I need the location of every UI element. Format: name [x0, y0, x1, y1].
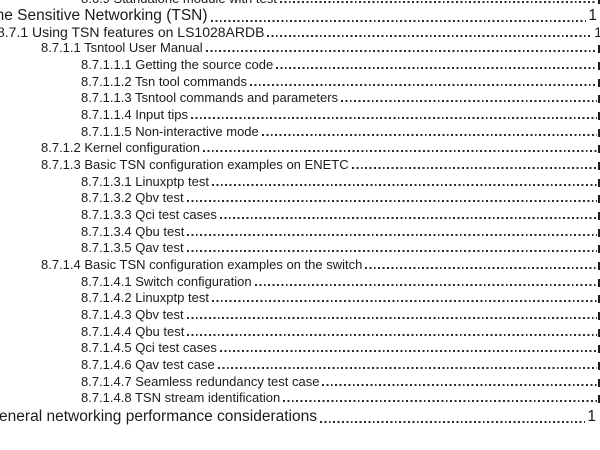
toc-row[interactable]: 8.7.1.3.2 Qbv test: [81, 191, 600, 204]
dot-leader: [217, 367, 597, 370]
toc-row[interactable]: 8.7.1.4.7 Seamless redundancy test case: [81, 375, 600, 388]
page-number: 1: [594, 23, 600, 40]
dot-leader: [249, 83, 597, 86]
toc-entry-title: 8.7.1.3.4 Qbu test: [81, 223, 185, 239]
toc-row[interactable]: 8.7.1.1 Tsntool User Manual: [41, 41, 600, 54]
dot-leader: [341, 100, 597, 103]
toc-entry-title: 8.7.1.4.5 Qci test cases: [81, 340, 217, 356]
toc-entry-title: General networking performance considera…: [0, 408, 317, 426]
dot-leader: [211, 183, 597, 186]
toc-row[interactable]: General networking performance considera…: [0, 409, 596, 425]
dot-leader: [219, 217, 597, 219]
toc-row[interactable]: 8.7.1.3.3 Qci test cases: [81, 208, 600, 221]
toc-row[interactable]: 8.7.1.1.2 Tsn tool commands: [81, 75, 600, 88]
dot-leader: [365, 267, 597, 269]
toc-entry-title: 8.7.1.1 Tsntool User Manual: [41, 40, 203, 56]
toc-row[interactable]: 8.7.1.2 Kernel configuration: [41, 141, 600, 154]
toc-row[interactable]: 8.7.1.1.1 Getting the source code: [81, 58, 600, 71]
toc-entry-title: 8.7.1.3.1 Linuxptp test: [81, 173, 209, 189]
toc-row[interactable]: 8.7.1.4.4 Qbu test: [81, 325, 600, 338]
toc-entry-title: 8.7.1.4.3 Qbv test: [81, 307, 184, 323]
toc-entry-title: 8.6.9 Standalone module with test: [81, 0, 277, 5]
page-number: 1: [588, 7, 597, 25]
toc-row[interactable]: 8.7.1.1.5 Non-interactive mode: [81, 125, 600, 138]
dot-leader: [219, 350, 597, 353]
toc-row[interactable]: 8.7.1.1.4 Input tips: [81, 108, 600, 121]
toc-entry-title: 8.7.1.1.4 Input tips: [81, 106, 188, 122]
dot-leader: [319, 420, 586, 423]
page-number: 1: [587, 408, 596, 426]
toc-entry-title: 8.7.1.3.2 Qbv test: [81, 190, 184, 206]
dot-leader: [186, 200, 597, 203]
dot-leader: [186, 250, 597, 253]
toc-entry-title: 8.7.1 Using TSN features on LS1028ARDB: [0, 23, 265, 40]
toc-row[interactable]: 8.7.1.4.6 Qav test case: [81, 358, 600, 371]
toc-entry-title: 8.7.1.4.2 Linuxptp test: [81, 290, 209, 306]
dot-leader: [190, 116, 597, 119]
toc-entry-title: 8.7.1.4.4 Qbu test: [81, 323, 185, 339]
toc-entry-title: 8.7.1.1.2 Tsn tool commands: [81, 73, 247, 89]
dot-leader: [283, 400, 597, 403]
toc-entry-title: 8.7.1.4.6 Qav test case: [81, 357, 215, 373]
toc-row[interactable]: 8.7.1.4.3 Qbv test: [81, 308, 600, 321]
toc-entry-title: 8.7.1.3.5 Qav test: [81, 240, 184, 256]
toc-row[interactable]: 8.6.9 Standalone module with test: [81, 0, 600, 5]
toc-row[interactable]: 8.7.1 Using TSN features on LS1028ARDB 1: [0, 25, 600, 39]
dot-leader: [279, 1, 597, 3]
toc-entry-title: 8.7.1.2 Kernel configuration: [41, 140, 200, 156]
toc-entry-title: 8.7.1.3 Basic TSN configuration examples…: [41, 156, 349, 172]
toc-row[interactable]: 8.7.1.3.1 Linuxptp test: [81, 175, 600, 188]
toc-entry-title: 8.7.1.4 Basic TSN configuration examples…: [41, 257, 363, 272]
dot-leader: [267, 34, 593, 37]
dot-leader: [187, 233, 597, 236]
toc-entry-title: 8.7.1.4.8 TSN stream identification: [81, 390, 281, 406]
toc-entry-title: 8.7.1.3.3 Qci test cases: [81, 207, 217, 222]
toc-row[interactable]: 8.7.1.4.5 Qci test cases: [81, 341, 600, 354]
toc-row[interactable]: 8.7.1.4.8 TSN stream identification: [81, 391, 600, 404]
dot-leader: [322, 383, 597, 386]
toc-row[interactable]: 8.7.1.4.1 Switch configuration: [81, 275, 600, 288]
dot-leader: [205, 50, 597, 53]
toc-entry-title: 8.7.1.4.1 Switch configuration: [81, 273, 252, 289]
toc-row[interactable]: 8.7.1.3.5 Qav test: [81, 241, 600, 254]
toc-row[interactable]: Time Sensitive Networking (TSN) 1: [0, 8, 597, 24]
dot-leader: [211, 300, 597, 303]
toc-row[interactable]: 8.7.1.3.4 Qbu test: [81, 225, 600, 238]
toc-row[interactable]: 8.7.1.3 Basic TSN configuration examples…: [41, 158, 600, 171]
dot-leader: [351, 166, 597, 169]
dot-leader: [203, 150, 597, 153]
toc-entry-title: Time Sensitive Networking (TSN): [0, 7, 208, 25]
toc-row[interactable]: 8.7.1.4 Basic TSN configuration examples…: [41, 258, 600, 271]
dot-leader: [186, 317, 597, 320]
dot-leader: [261, 133, 597, 136]
dot-leader: [254, 283, 597, 286]
dot-leader: [276, 66, 597, 69]
toc-entry-title: 8.7.1.1.1 Getting the source code: [81, 56, 274, 72]
toc-entry-title: 8.7.1.1.3 Tsntool commands and parameter…: [81, 90, 339, 106]
toc-row[interactable]: 8.7.1.4.2 Linuxptp test: [81, 291, 600, 304]
dot-leader: [187, 333, 597, 336]
toc-entry-title: 8.7.1.1.5 Non-interactive mode: [81, 123, 259, 139]
dot-leader: [210, 19, 587, 22]
toc-row[interactable]: 8.7.1.1.3 Tsntool commands and parameter…: [81, 91, 600, 104]
toc-entry-title: 8.7.1.4.7 Seamless redundancy test case: [81, 373, 320, 389]
